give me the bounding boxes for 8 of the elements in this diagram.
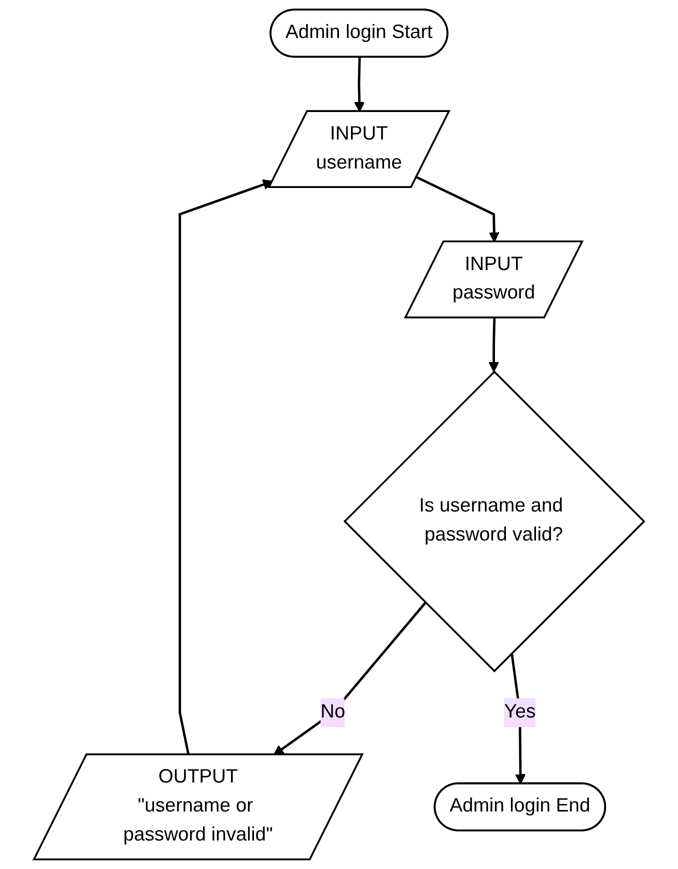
arrow	[273, 602, 426, 756]
edge-label: No	[320, 702, 346, 722]
arrow	[354, 57, 365, 112]
arrow	[488, 318, 500, 372]
arrow	[178, 179, 274, 756]
node-diamond: Is username and password valid?	[343, 370, 646, 672]
arrow	[416, 176, 500, 242]
edge-label: Yes	[504, 702, 536, 722]
